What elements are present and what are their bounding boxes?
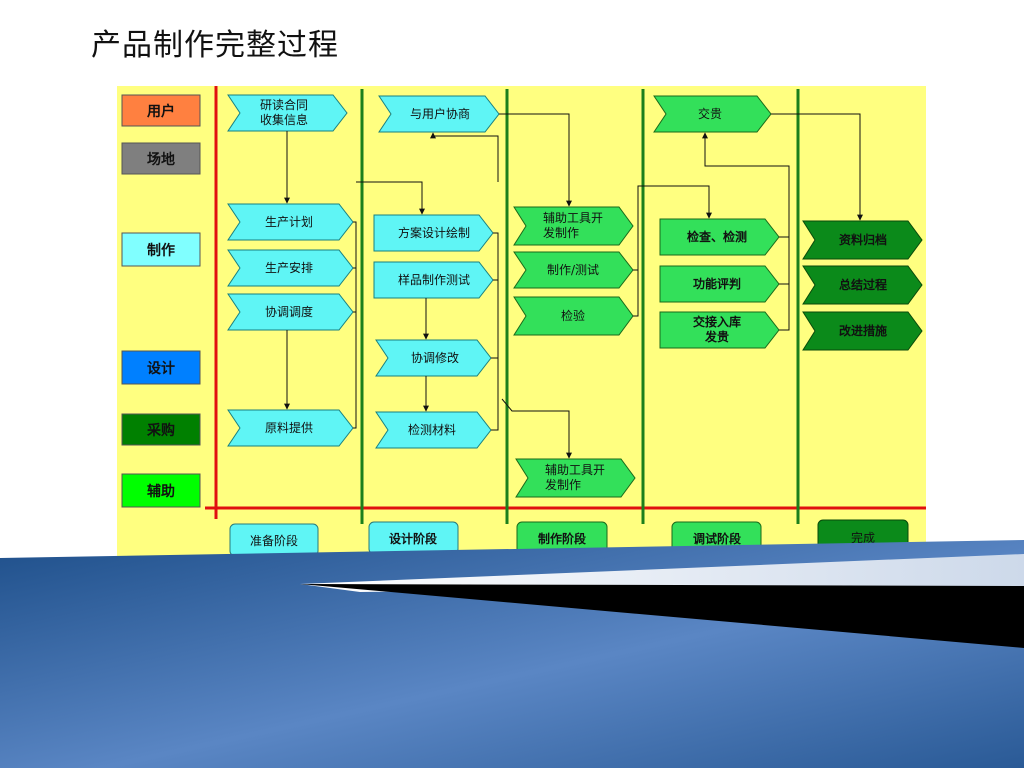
svg-text:准备阶段: 准备阶段	[250, 533, 298, 548]
node-archive: 资料归档	[802, 220, 923, 260]
legend-make: 制作	[121, 232, 201, 267]
node-user-consult: 与用户协商	[378, 95, 500, 133]
node-improve: 改进措施	[802, 311, 923, 351]
svg-text:发贵: 发贵	[704, 329, 729, 344]
svg-text:辅助工具开: 辅助工具开	[545, 463, 605, 477]
svg-text:辅助工具开: 辅助工具开	[543, 211, 603, 225]
stage-make: 制作阶段	[516, 521, 608, 555]
svg-text:总结过程: 总结过程	[839, 277, 887, 292]
svg-text:研读合同: 研读合同	[260, 97, 308, 112]
svg-text:辅助: 辅助	[147, 483, 175, 500]
node-delivery: 交贵	[653, 95, 772, 133]
svg-text:发制作: 发制作	[545, 477, 581, 492]
svg-text:收集信息: 收集信息	[260, 112, 308, 127]
svg-text:用户: 用户	[147, 103, 175, 120]
svg-text:发制作: 发制作	[543, 225, 579, 240]
node-test-materials: 检测材料	[375, 411, 492, 449]
svg-text:改进措施: 改进措施	[839, 323, 887, 338]
svg-text:协调调度: 协调调度	[265, 304, 313, 319]
node-function-review: 功能评判	[659, 265, 780, 303]
connectors	[284, 113, 863, 459]
node-materials-supply: 原料提供	[227, 409, 354, 447]
slide-title: 产品制作完整过程	[91, 28, 339, 63]
legend-purchase: 采购	[121, 413, 201, 446]
svg-text:交贵: 交贵	[698, 106, 722, 121]
svg-text:设计阶段: 设计阶段	[389, 531, 438, 546]
legend-design: 设计	[121, 350, 201, 385]
node-summary: 总结过程	[802, 265, 923, 305]
node-aux-tools-1: 辅助工具开 发制作	[513, 206, 634, 246]
node-production-plan: 生产计划	[227, 203, 354, 241]
node-coordination: 协调调度	[227, 293, 354, 331]
svg-text:与用户协商: 与用户协商	[410, 106, 470, 121]
stage-design: 设计阶段	[368, 521, 459, 555]
node-production-schedule: 生产安排	[227, 249, 354, 287]
legend-user: 用户	[121, 94, 201, 127]
svg-text:检测材料: 检测材料	[408, 422, 456, 437]
svg-text:场地: 场地	[147, 151, 175, 168]
legend-assist: 辅助	[121, 473, 201, 508]
svg-text:调试阶段: 调试阶段	[693, 531, 742, 546]
svg-text:制作: 制作	[147, 242, 175, 259]
svg-text:完成: 完成	[851, 530, 875, 545]
svg-text:方案设计绘制: 方案设计绘制	[398, 225, 470, 240]
node-design-drawing: 方案设计绘制	[373, 214, 494, 252]
svg-text:检查、检测: 检查、检测	[687, 229, 747, 244]
svg-text:制作/测试: 制作/测试	[547, 262, 599, 277]
svg-text:协调修改: 协调修改	[411, 350, 459, 365]
node-aux-tools-2: 辅助工具开 发制作	[515, 458, 636, 498]
svg-text:检验: 检验	[561, 308, 585, 323]
svg-text:设计: 设计	[147, 360, 175, 377]
svg-text:生产安排: 生产安排	[265, 260, 313, 275]
legend-site: 场地	[121, 142, 201, 175]
node-check: 检查、检测	[659, 218, 780, 256]
svg-text:交接入库: 交接入库	[693, 314, 741, 329]
svg-text:样品制作测试: 样品制作测试	[398, 272, 470, 287]
svg-text:资料归档: 资料归档	[839, 232, 887, 247]
flowchart-panel: 用户 场地 制作 设计 采购 辅助 研读合同 收集信息 生产计划 生产安排 协调…	[117, 86, 926, 562]
svg-text:功能评判: 功能评判	[693, 276, 741, 291]
svg-text:采购: 采购	[146, 422, 175, 439]
svg-text:制作阶段: 制作阶段	[538, 531, 587, 546]
svg-text:生产计划: 生产计划	[265, 215, 313, 229]
node-read-contract: 研读合同 收集信息	[227, 94, 348, 132]
node-make-test: 制作/测试	[513, 251, 634, 289]
node-coordinate-revise: 协调修改	[375, 339, 492, 377]
node-handover: 交接入库 发贵	[659, 311, 780, 349]
node-inspect: 检验	[513, 296, 634, 336]
svg-text:原料提供: 原料提供	[265, 420, 313, 435]
footer-decoration	[0, 540, 1024, 768]
node-sample-testing: 样品制作测试	[373, 261, 494, 299]
